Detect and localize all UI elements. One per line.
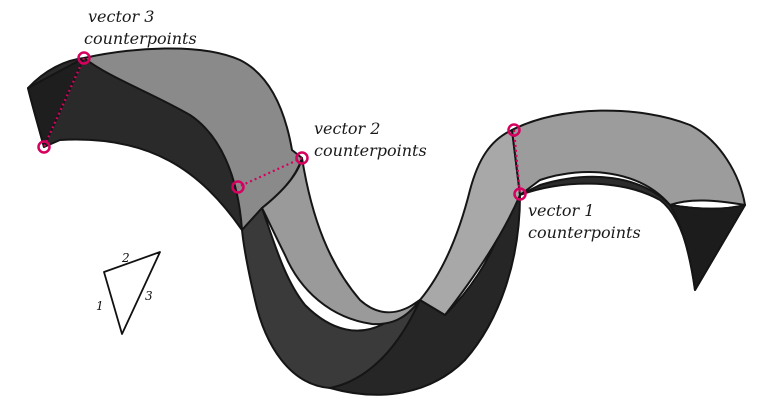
triangle-side-1: 1 (96, 299, 104, 313)
vector2-sublabel: counterpoints (314, 141, 427, 160)
vector3-sublabel: counterpoints (84, 29, 197, 48)
triangle-side-3: 3 (145, 289, 153, 303)
ribbon-right-tip (670, 205, 745, 290)
vector2-label: vector 2 (314, 119, 380, 138)
vector1-sublabel: counterpoints (528, 223, 641, 242)
ribbon-shape (28, 48, 745, 394)
ribbon-right-crest (512, 111, 745, 205)
vector1-label: vector 1 (528, 201, 594, 220)
vector3-label: vector 3 (88, 7, 154, 26)
triangle-sketch: 1 2 3 (96, 251, 160, 334)
triangle-side-2: 2 (121, 251, 130, 265)
